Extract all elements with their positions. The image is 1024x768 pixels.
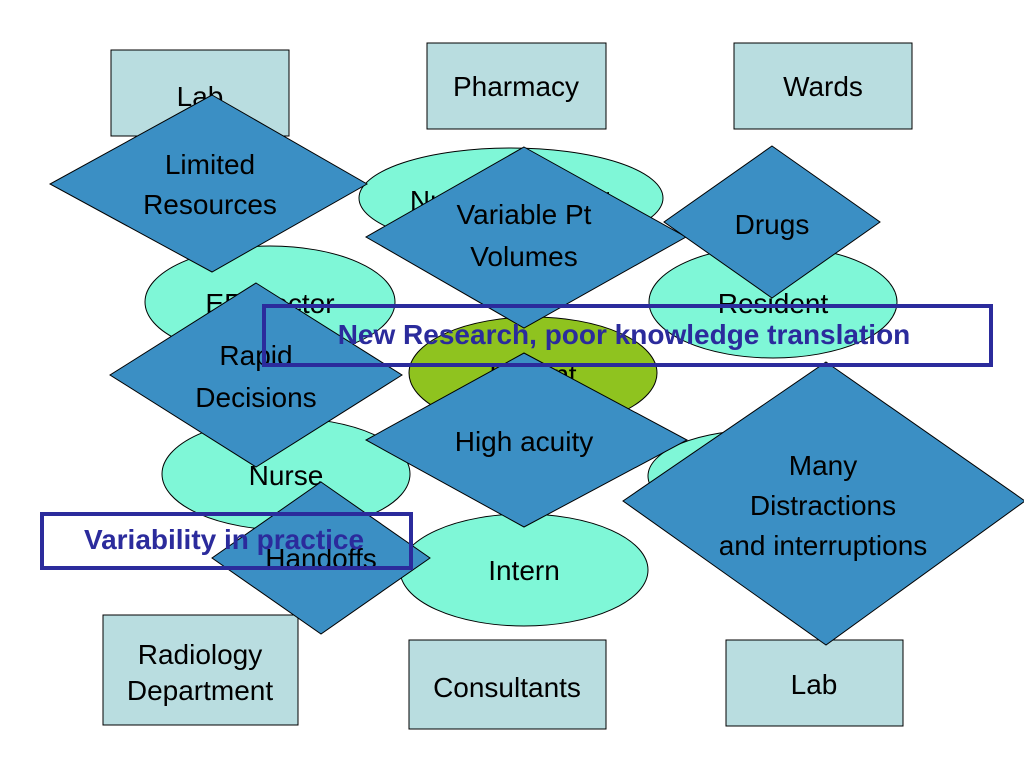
box-wards-label: Wards [783, 71, 863, 102]
box-lab-bottom: Lab [725, 639, 904, 727]
box-radiology-label-1: Radiology [138, 639, 263, 670]
box-pharmacy: Pharmacy [426, 42, 607, 130]
diamond-high-acuity-label: High acuity [455, 426, 594, 457]
box-pharmacy-label: Pharmacy [453, 71, 579, 102]
box-wards: Wards [733, 42, 913, 130]
diamond-many-distractions-label-3: and interruptions [719, 530, 928, 561]
diamond-variable-volumes: Variable Pt Volumes [364, 146, 688, 329]
diamond-variable-volumes-label-1: Variable Pt [457, 199, 592, 230]
ellipse-intern-label: Intern [488, 555, 560, 586]
diamond-rapid-decisions: Rapid Decisions [109, 282, 403, 468]
diamond-drugs: Drugs [663, 145, 881, 299]
ellipse-intern: Intern [399, 513, 649, 627]
diamond-variable-volumes-label-2: Volumes [470, 241, 577, 272]
diamond-drugs-label: Drugs [735, 209, 810, 240]
banner-variability: Variability in practice [40, 512, 413, 570]
banner-variability-label: Variability in practice [84, 524, 364, 555]
diamond-limited-resources: Limited Resources [48, 94, 369, 273]
ellipse-nurse-label: Nurse [249, 460, 324, 491]
banner-new-research: New Research, poor knowledge translation [262, 304, 993, 367]
diamond-many-distractions-label-2: Distractions [750, 490, 896, 521]
diamond-many-distractions-label-1: Many [789, 450, 857, 481]
diamond-rapid-decisions-label-2: Decisions [195, 382, 316, 413]
box-radiology: Radiology Department [102, 614, 299, 726]
diamond-many-distractions: Many Distractions and interruptions [622, 361, 1024, 646]
diamond-limited-resources-label-2: Resources [143, 189, 277, 220]
diamond-high-acuity: High acuity [364, 352, 689, 528]
box-consultants-label: Consultants [433, 672, 581, 703]
box-lab-bottom-label: Lab [791, 669, 838, 700]
box-radiology-label-2: Department [127, 675, 274, 706]
diamond-limited-resources-label-1: Limited [165, 149, 255, 180]
box-consultants: Consultants [408, 639, 607, 730]
banner-new-research-label: New Research, poor knowledge translation [338, 319, 911, 350]
